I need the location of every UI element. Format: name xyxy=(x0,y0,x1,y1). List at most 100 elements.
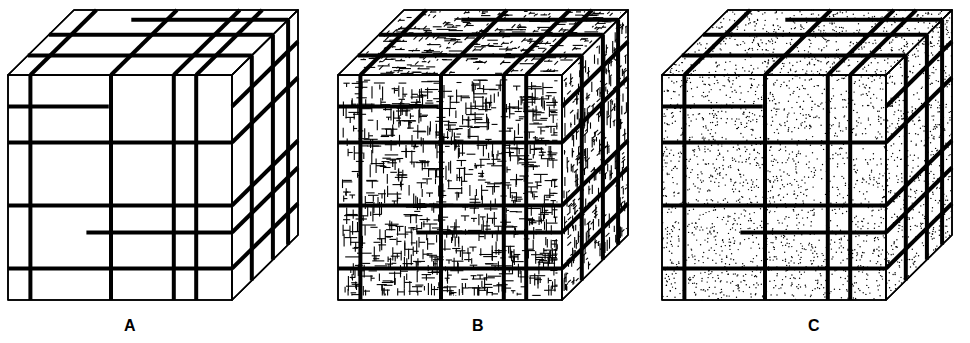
matrix-pore xyxy=(818,240,819,241)
matrix-pore xyxy=(712,200,713,201)
matrix-pore xyxy=(783,235,784,236)
matrix-pore xyxy=(789,265,790,266)
matrix-pore xyxy=(671,253,672,254)
matrix-pore xyxy=(852,100,853,101)
matrix-pore xyxy=(672,117,673,118)
matrix-pore xyxy=(841,176,842,177)
matrix-pore xyxy=(869,177,870,178)
matrix-pore xyxy=(772,100,773,101)
matrix-pore xyxy=(843,178,844,179)
matrix-pore xyxy=(701,280,702,281)
matrix-pore xyxy=(842,99,843,100)
matrix-pore xyxy=(708,296,709,297)
matrix-pore xyxy=(873,177,874,178)
matrix-pore xyxy=(674,91,675,92)
matrix-pore xyxy=(804,79,805,80)
matrix-pore xyxy=(740,155,741,156)
matrix-pore xyxy=(773,96,774,97)
matrix-pore xyxy=(734,158,735,159)
matrix-pore xyxy=(751,145,752,146)
matrix-pore xyxy=(704,151,705,152)
matrix-pore xyxy=(752,235,753,236)
matrix-pore xyxy=(719,89,720,90)
matrix-pore xyxy=(798,288,799,289)
matrix-pore xyxy=(734,243,735,244)
matrix-pore xyxy=(839,242,840,243)
matrix-pore xyxy=(710,227,711,228)
matrix-pore xyxy=(809,79,810,80)
matrix-pore xyxy=(812,101,813,102)
matrix-pore xyxy=(854,164,855,165)
matrix-pore xyxy=(853,159,854,160)
matrix-pore xyxy=(773,287,774,288)
matrix-pore xyxy=(791,107,792,108)
matrix-pore xyxy=(853,297,854,298)
matrix-pore xyxy=(718,111,719,112)
matrix-pore xyxy=(693,150,694,151)
matrix-pore xyxy=(742,263,743,264)
matrix-pore xyxy=(796,181,797,182)
matrix-pore xyxy=(845,99,846,100)
matrix-pore xyxy=(696,156,697,157)
matrix-pore xyxy=(847,195,848,196)
matrix-pore xyxy=(844,77,845,78)
matrix-pore xyxy=(803,224,804,225)
matrix-pore xyxy=(663,195,664,196)
matrix-pore xyxy=(774,99,775,100)
matrix-pore xyxy=(823,287,824,288)
matrix-pore xyxy=(703,92,704,93)
matrix-pore xyxy=(841,297,842,298)
matrix-pore xyxy=(796,286,797,287)
matrix-pore xyxy=(800,192,801,193)
matrix-pore xyxy=(868,91,869,92)
matrix-pore xyxy=(730,258,731,259)
matrix-pore xyxy=(667,242,668,243)
matrix-pore xyxy=(796,250,797,251)
matrix-pore xyxy=(785,216,786,217)
matrix-pore xyxy=(780,176,781,177)
matrix-pore xyxy=(690,120,691,121)
matrix-pore xyxy=(799,259,800,260)
matrix-pore xyxy=(694,186,695,187)
matrix-pore xyxy=(785,259,786,260)
matrix-pore xyxy=(837,225,838,226)
matrix-pore xyxy=(805,155,806,156)
matrix-pore xyxy=(717,298,718,299)
matrix-pore xyxy=(673,182,674,183)
matrix-pore xyxy=(665,228,666,229)
matrix-pore xyxy=(701,95,702,96)
matrix-pore xyxy=(716,169,717,170)
matrix-pore xyxy=(668,209,669,210)
matrix-pore xyxy=(760,137,761,138)
matrix-pore xyxy=(881,99,882,100)
matrix-pore xyxy=(770,210,771,211)
matrix-pore xyxy=(811,107,812,108)
matrix-pore xyxy=(862,182,863,183)
matrix-pore xyxy=(753,223,754,224)
matrix-pore xyxy=(867,223,868,224)
matrix-pore xyxy=(804,176,805,177)
matrix-pore xyxy=(722,85,723,86)
matrix-pore xyxy=(760,208,761,209)
matrix-pore xyxy=(800,286,801,287)
matrix-pore xyxy=(667,155,668,156)
matrix-pore xyxy=(689,78,690,79)
matrix-pore xyxy=(743,136,744,137)
matrix-pore xyxy=(666,285,667,286)
matrix-pore xyxy=(678,263,679,264)
matrix-pore xyxy=(862,94,863,95)
matrix-pore xyxy=(738,290,739,291)
matrix-pore xyxy=(678,246,679,247)
matrix-pore xyxy=(879,133,880,134)
matrix-pore xyxy=(883,218,884,219)
matrix-pore xyxy=(758,187,759,188)
matrix-pore xyxy=(725,138,726,139)
matrix-pore xyxy=(843,78,844,79)
matrix-pore xyxy=(712,163,713,164)
matrix-pore xyxy=(817,158,818,159)
matrix-pore xyxy=(776,178,777,179)
matrix-pore xyxy=(732,157,733,158)
matrix-pore xyxy=(798,162,799,163)
matrix-pore xyxy=(711,145,712,146)
matrix-pore xyxy=(712,277,713,278)
